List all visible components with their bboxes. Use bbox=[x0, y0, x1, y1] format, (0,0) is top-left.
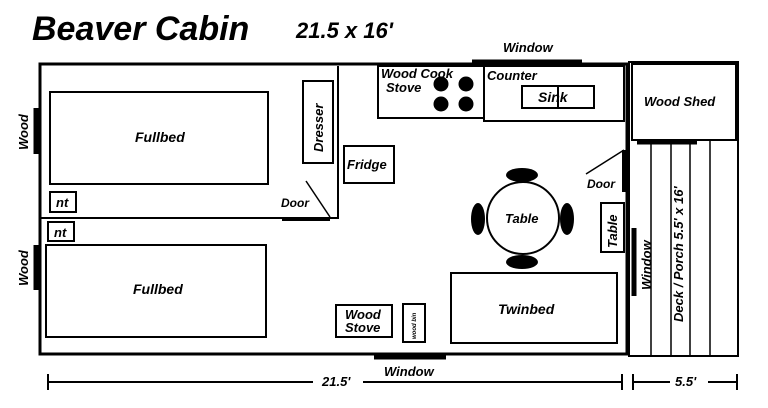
twinbed-label: Twinbed bbox=[498, 301, 555, 317]
bedroom-door-swing bbox=[305, 180, 331, 218]
fullbed-top bbox=[49, 91, 269, 185]
chair-left bbox=[471, 203, 485, 235]
wood-stove-label-2: Stove bbox=[345, 320, 380, 335]
window-top-label: Window bbox=[503, 40, 554, 55]
side-table-label: Table bbox=[605, 215, 620, 248]
counter-label: Counter bbox=[487, 68, 538, 83]
burner-4 bbox=[458, 96, 474, 112]
burner-3 bbox=[433, 96, 449, 112]
burner-2 bbox=[458, 76, 474, 92]
sink-label: Sink bbox=[538, 89, 569, 105]
dimension-deck-label: 5.5' bbox=[675, 374, 697, 389]
nightstand-bottom bbox=[47, 221, 75, 242]
window-bottom-label: Window bbox=[384, 364, 435, 379]
wood-bin bbox=[402, 303, 426, 343]
wood-left-top-label: Wood bbox=[16, 113, 31, 150]
right-door-swing bbox=[585, 149, 625, 175]
wood-shed bbox=[631, 63, 737, 141]
fullbed-bottom bbox=[45, 244, 267, 338]
door-right-label: Door bbox=[587, 177, 616, 191]
side-table bbox=[600, 202, 625, 253]
chair-top bbox=[506, 168, 538, 182]
fullbed-top-label: Fullbed bbox=[135, 129, 185, 145]
round-table bbox=[486, 181, 560, 255]
wood-cook-stove-label-1: Wood Cook bbox=[381, 66, 454, 81]
plan-dimensions: 21.5 x 16' bbox=[295, 18, 394, 43]
chair-bottom bbox=[506, 255, 538, 269]
wood-stove bbox=[335, 304, 393, 338]
nightstand-bottom-label: nt bbox=[54, 225, 67, 240]
dresser-label: Dresser bbox=[311, 103, 326, 152]
fridge bbox=[343, 145, 395, 184]
wood-bin-label: wood bin bbox=[412, 312, 418, 339]
chair-right bbox=[560, 203, 574, 235]
deck-porch-label: Deck / Porch 5.5' x 16' bbox=[671, 186, 686, 322]
twinbed bbox=[450, 272, 618, 344]
deck-porch bbox=[628, 61, 739, 357]
dresser bbox=[302, 80, 334, 164]
wood-shed-label: Wood Shed bbox=[644, 94, 716, 109]
door-bedroom-label: Door bbox=[281, 196, 310, 210]
wood-left-bottom-label: Wood bbox=[16, 249, 31, 286]
fridge-label: Fridge bbox=[347, 157, 387, 172]
wood-cook-stove-label-2: Stove bbox=[386, 80, 421, 95]
dimension-cabin-label: 21.5' bbox=[321, 374, 351, 389]
cabin-outer-wall bbox=[38, 62, 629, 356]
round-table-label: Table bbox=[505, 211, 538, 226]
fullbed-bottom-label: Fullbed bbox=[133, 281, 183, 297]
nightstand-top-label: nt bbox=[56, 195, 69, 210]
burner-1 bbox=[433, 76, 449, 92]
nightstand-top bbox=[49, 191, 77, 213]
wood-stove-label-1: Wood bbox=[345, 307, 382, 322]
plan-title: Beaver Cabin bbox=[32, 10, 249, 48]
